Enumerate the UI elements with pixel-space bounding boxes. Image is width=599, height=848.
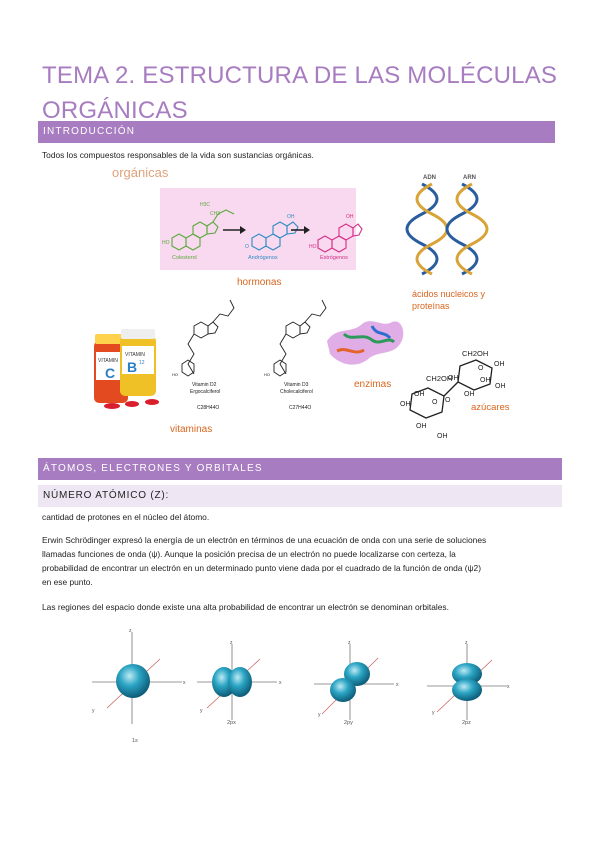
svg-text:HO: HO [162,240,170,246]
dna-helix [405,182,449,276]
intro-paragraph: Todos los compuestos responsables de la … [42,150,314,160]
vitamin-d3-molecule [273,299,327,377]
rna-helix [445,182,489,276]
subheader-atomic-number: NÚMERO ATÓMICO (Z): [38,485,562,507]
svg-text:OH: OH [346,214,354,220]
page-title: TEMA 2. ESTRUCTURA DE LAS MOLÉCULAS ORGÁ… [42,62,558,125]
vitamins-label: vitaminas [170,424,212,435]
dna-label: ADN [423,175,436,181]
svg-text:O: O [432,399,438,406]
svg-text:HO: HO [309,244,317,250]
svg-text:y: y [92,708,95,714]
svg-text:OH: OH [414,391,425,398]
estrogen-molecule [317,223,363,253]
section-header-intro: INTRODUCCIÓN [38,121,555,143]
caption-1s: 1s [132,738,138,744]
svg-text:OH: OH [416,423,427,430]
vitamin-bottles: VITAMIN C VITAMIN B 12 [94,329,159,409]
svg-text:HO: HO [172,372,178,377]
schrodinger-line-4: en ese punto. [42,577,93,587]
enzymes-label: enzimas [354,379,391,390]
disaccharide-molecule [409,359,493,419]
svg-text:OH: OH [287,214,295,220]
svg-text:y: y [318,712,321,718]
orbitals-paragraph: Las regiones del espacio donde existe un… [42,602,449,612]
section-header-intro-label: INTRODUCCIÓN [43,126,136,137]
svg-text:z: z [465,640,468,646]
svg-text:z: z [230,640,233,646]
section-header-atoms: ÁTOMOS, ELECTRONES Y ORBITALES [38,458,562,480]
estrogen-label: Estrógenos [320,255,348,261]
hormones-label: hormonas [237,277,281,288]
svg-text:C: C [105,365,115,381]
svg-text:y: y [200,708,203,714]
svg-text:x: x [279,680,282,686]
svg-text:HO: HO [264,372,270,377]
svg-text:Ergocalciferol: Ergocalciferol [190,389,220,395]
enzyme-structure [327,321,404,365]
schrodinger-line-3: probabilidad de encontrar un electrón en… [42,563,481,573]
svg-text:O: O [245,244,249,250]
androgen-label: Andrógenos [248,255,278,261]
figure-partial-label: orgánicas [112,166,169,180]
subheader-atomic-number-label: NÚMERO ATÓMICO (Z): [43,490,170,501]
rna-label: ARN [463,175,476,181]
svg-text:VITAMIN: VITAMIN [98,358,118,364]
orbital-2px: z x y 2px [197,640,282,726]
caption-2py: 2py [344,720,353,726]
sugars-label: azúcares [471,402,510,413]
svg-text:C28H44O: C28H44O [197,405,219,411]
vitamin-d2-molecule [181,299,235,377]
svg-text:x: x [396,682,399,688]
orbitals-figure: z x y 1s z x y 2px z x y 2py z x y 2pz [92,628,510,744]
svg-text:x: x [183,680,186,686]
orbital-2pz: z x y 2pz [427,640,510,726]
cholesterol-molecule [171,209,235,251]
svg-text:H3C: H3C [200,202,210,208]
svg-text:OH: OH [400,401,411,408]
svg-text:z: z [348,640,351,646]
svg-text:VITAMIN: VITAMIN [125,352,145,358]
svg-text:OH: OH [494,361,505,368]
svg-text:OH: OH [495,383,506,390]
svg-text:OH: OH [437,433,448,440]
orbital-2py: z x y 2py [314,640,399,726]
svg-text:12: 12 [139,360,145,366]
svg-text:C27H44O: C27H44O [289,405,311,411]
svg-text:CH2OH: CH2OH [426,374,452,383]
schrodinger-line-1: Erwin Schrödinger expresó la energía de … [42,535,487,545]
atomic-number-definition: cantidad de protones en el núcleo del át… [42,512,210,522]
dna-caption-line-2: proteínas [412,301,450,311]
svg-text:OH: OH [480,377,491,384]
caption-2pz: 2pz [462,720,471,726]
svg-text:Vitamin D3: Vitamin D3 [284,382,309,388]
section-header-atoms-label: ÁTOMOS, ELECTRONES Y ORBITALES [43,463,263,474]
svg-text:Cholecalciferol: Cholecalciferol [280,389,313,395]
svg-text:O: O [445,397,451,404]
organic-molecules-figure: orgánicas H3C CH3 HO Colesterol OH O And… [94,166,510,440]
svg-text:x: x [507,684,510,690]
svg-text:OH: OH [448,375,459,382]
svg-text:OH: OH [464,391,475,398]
svg-text:Vitamin D2: Vitamin D2 [192,382,217,388]
schrodinger-paragraph: Erwin Schrödinger expresó la energía de … [42,533,486,589]
svg-text:CH2OH: CH2OH [462,349,488,358]
caption-2px: 2px [227,720,236,726]
dna-caption-line-1: ácidos nucleicos y [412,289,486,299]
svg-text:y: y [432,710,435,716]
schrodinger-line-2: llamadas funciones de onda (ψ). Aunque l… [42,549,456,559]
svg-text:CH3: CH3 [210,211,220,217]
svg-text:O: O [478,365,484,372]
svg-text:z: z [129,628,132,634]
orbital-1s: z x y 1s [92,628,186,744]
svg-text:B: B [127,359,137,375]
cholesterol-label: Colesterol [172,255,197,261]
